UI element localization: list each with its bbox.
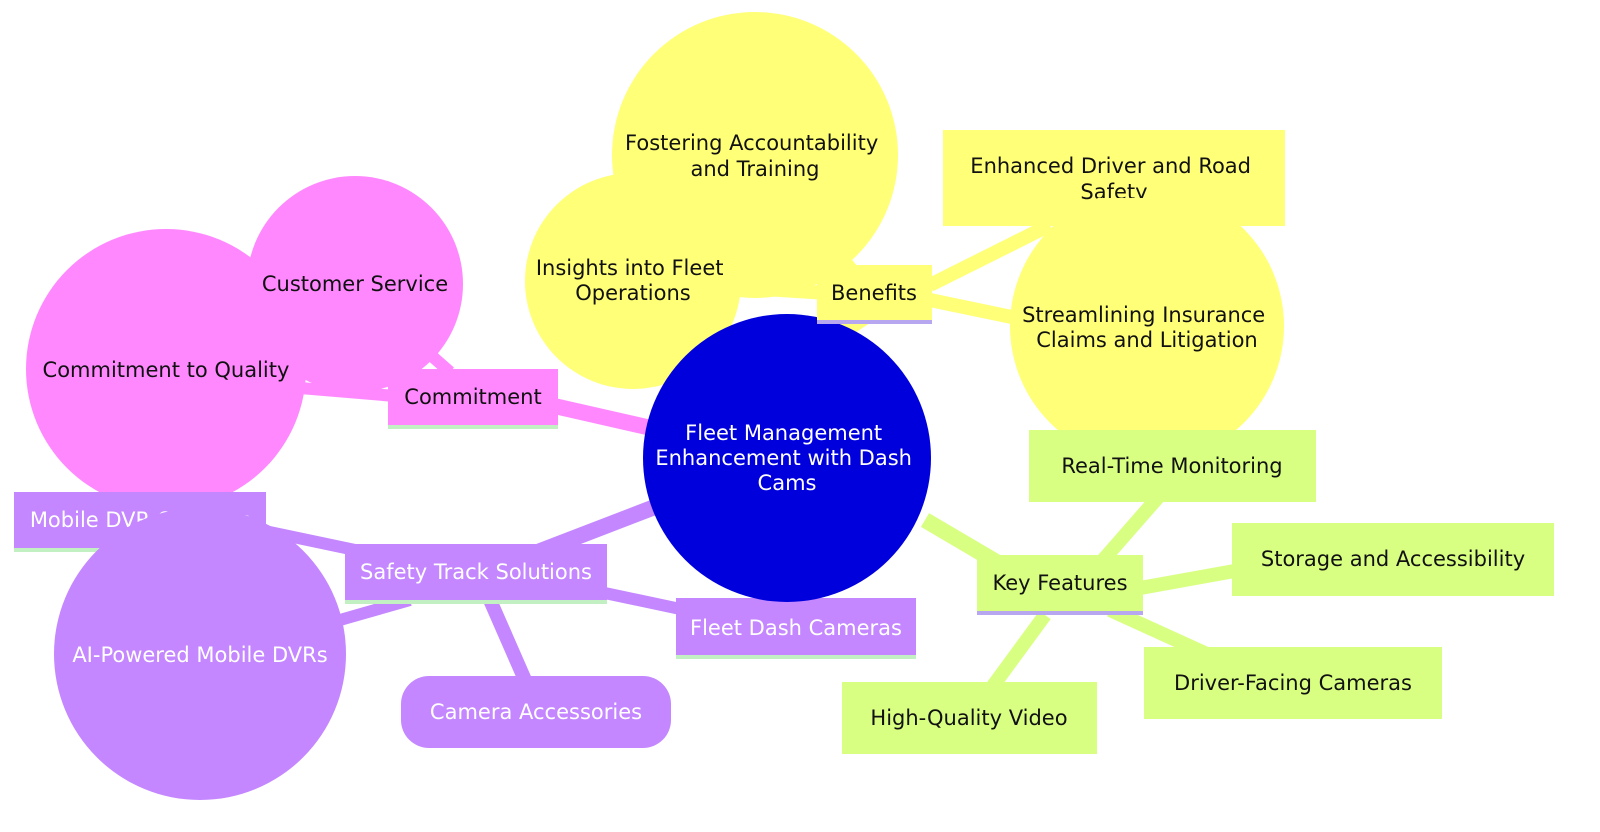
node-label: Fleet Dash Cameras [690, 616, 902, 640]
node-label: Key Features [992, 571, 1127, 595]
node-label-line: Insights into Fleet [536, 256, 724, 280]
node-key-features[interactable]: Key Features [977, 555, 1143, 615]
svg-text:Insights into Fleet Oper: Insights into Fleet Operations [536, 256, 730, 305]
node-label-line: and Training [690, 157, 819, 181]
root-label-line: Cams [758, 471, 817, 495]
node-commitment[interactable]: Commitment [388, 369, 558, 429]
node-label: High-Quality Video [870, 706, 1067, 730]
connector-root-commitment [548, 397, 662, 438]
connector-commitment-quality [299, 382, 396, 402]
node-label: Safety Track Solutions [360, 560, 592, 584]
node-label-line: Operations [575, 281, 690, 305]
connector-features-video [984, 610, 1051, 695]
node-camera-accessories[interactable]: Camera Accessories [401, 676, 671, 748]
node-commitment-to-quality[interactable]: Commitment to Quality [26, 229, 306, 509]
connector-features-storage [1138, 563, 1242, 595]
connector-solutions-accessories [483, 597, 532, 683]
node-benefits[interactable]: Benefits [817, 265, 932, 324]
node-label-customer-service: Customer Service [262, 272, 448, 296]
node-label-line: Enhanced Driver and Road [970, 154, 1251, 178]
node-label: Commitment [404, 385, 541, 409]
node-driver-facing-cameras[interactable]: Driver-Facing Cameras [1144, 647, 1442, 719]
connector-benefits-safety [926, 218, 1054, 292]
node-label: Storage and Accessibility [1261, 547, 1525, 571]
node-fleet-dash-cameras[interactable]: Fleet Dash Cameras [676, 598, 916, 659]
node-label: Commitment to Quality [43, 358, 290, 382]
svg-text:Fleet Management Enhance: Fleet Management Enhancement with Dash C… [655, 421, 918, 495]
svg-text:Streamlining Insurance C: Streamlining Insurance Claims and Litiga… [1022, 303, 1272, 352]
node-root[interactable]: Fleet Management Enhancement with Dash C… [643, 314, 931, 602]
root-label-line: Fleet Management [685, 421, 882, 445]
node-label-line: Fostering Accountability [625, 131, 878, 155]
node-real-time-monitoring[interactable]: Real-Time Monitoring [1029, 430, 1316, 502]
node-label: Driver-Facing Cameras [1174, 671, 1412, 695]
node-ai-powered-mobile-dvrs[interactable]: AI-Powered Mobile DVRs [54, 508, 346, 800]
node-insights-fleet-operations[interactable]: Insights into Fleet Operations [525, 173, 741, 389]
node-streamlining-insurance[interactable]: Streamlining Insurance Claims and Litiga… [1010, 189, 1284, 463]
node-label: Camera Accessories [430, 700, 642, 724]
node-label: Real-Time Monitoring [1061, 454, 1282, 478]
node-label: Benefits [831, 281, 917, 305]
node-label: AI-Powered Mobile DVRs [72, 643, 327, 667]
svg-text:Enhanced Driver and Road: Enhanced Driver and Road Safety [970, 154, 1257, 204]
node-storage-accessibility[interactable]: Storage and Accessibility [1232, 523, 1554, 596]
connector-solutions-fleetcams [598, 586, 687, 616]
root-label-line: Enhancement with Dash [655, 446, 912, 470]
node-high-quality-video[interactable]: High-Quality Video [842, 682, 1097, 754]
svg-text:Fostering Accountability: Fostering Accountability and Training [625, 131, 885, 181]
node-label-line: Streamlining Insurance [1022, 303, 1265, 327]
node-label-line: Claims and Litigation [1036, 328, 1257, 352]
node-safety-track-solutions[interactable]: Safety Track Solutions [345, 544, 607, 604]
